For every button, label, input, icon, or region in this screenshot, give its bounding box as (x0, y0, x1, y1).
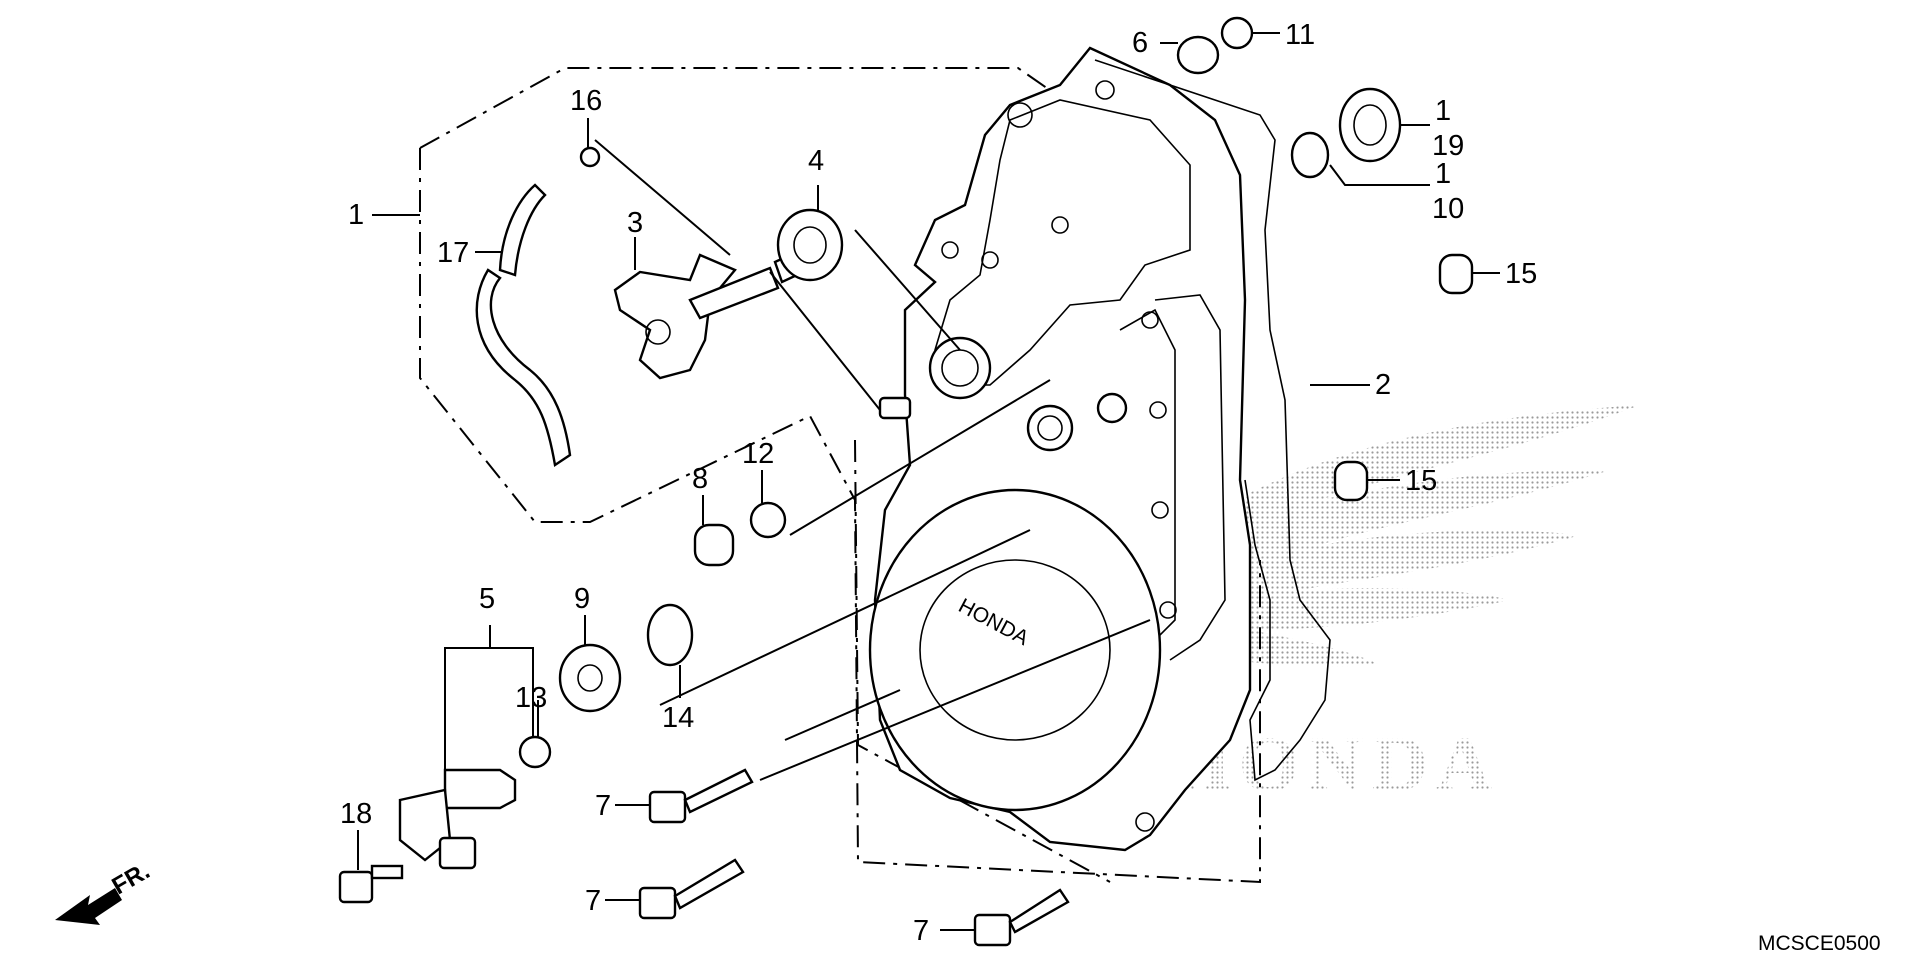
callout-1-seal: 1 (1435, 158, 1451, 190)
plug-8 (693, 523, 735, 567)
dowel-pin-15a (1438, 253, 1474, 295)
dowel-pin-15b (1333, 460, 1369, 502)
gasket (1094, 59, 1331, 782)
callout-labels: 1 17 16 3 4 6 11 1 19 1 10 15 2 15 8 12 … (340, 19, 1537, 947)
bearing-19 (1338, 87, 1402, 163)
callout-15-upper: 15 (1505, 258, 1537, 290)
washer-13 (518, 735, 552, 769)
bolt-7-middle (638, 858, 745, 920)
callout-1: 1 (348, 199, 364, 231)
callout-13: 13 (515, 682, 547, 714)
callout-10: 10 (1432, 193, 1464, 225)
diagram-code: MCSCE0500 (1758, 932, 1881, 955)
oil-pressure-sensor (398, 768, 517, 870)
kit-boundary-2 (854, 439, 1111, 883)
callout-14: 14 (662, 702, 694, 734)
washer-12 (749, 501, 787, 539)
bolt-18 (338, 864, 404, 904)
plug-9 (558, 643, 622, 713)
hose-clamp (579, 146, 601, 168)
callout-15-lower: 15 (1405, 465, 1437, 497)
small-bolt (878, 396, 912, 420)
leader-lines (357, 32, 1500, 931)
callout-7-middle: 7 (585, 885, 601, 917)
callout-19: 19 (1432, 130, 1464, 162)
bolt-7-upper (648, 768, 754, 824)
oil-seal (776, 208, 844, 282)
callout-9: 9 (574, 583, 590, 615)
water-pump-impeller (613, 246, 814, 380)
washer-14 (646, 603, 694, 667)
oil-seal-10 (1290, 131, 1330, 179)
collar-6 (1176, 35, 1220, 75)
callout-17: 17 (437, 237, 469, 269)
water-hose (475, 268, 572, 468)
crankcase-cover: HONDA (868, 46, 1252, 852)
front-direction-arrow: FR. (55, 857, 154, 925)
crank-hole (928, 336, 992, 400)
callout-3: 3 (627, 207, 643, 239)
callout-1-bearing: 1 (1435, 95, 1451, 127)
callout-12: 12 (742, 438, 774, 470)
callout-8: 8 (692, 463, 708, 495)
callout-5: 5 (479, 583, 495, 615)
callout-2: 2 (1375, 369, 1391, 401)
callout-7-upper: 7 (595, 790, 611, 822)
callout-6: 6 (1132, 27, 1148, 59)
callout-18: 18 (340, 798, 372, 830)
callout-4: 4 (808, 145, 824, 177)
o-ring-11 (1220, 16, 1254, 50)
alternator-cover (868, 488, 1162, 812)
callout-16: 16 (570, 85, 602, 117)
callout-11: 11 (1285, 19, 1315, 51)
callout-7-lower: 7 (913, 915, 929, 947)
bolt-7-lower (973, 888, 1070, 947)
